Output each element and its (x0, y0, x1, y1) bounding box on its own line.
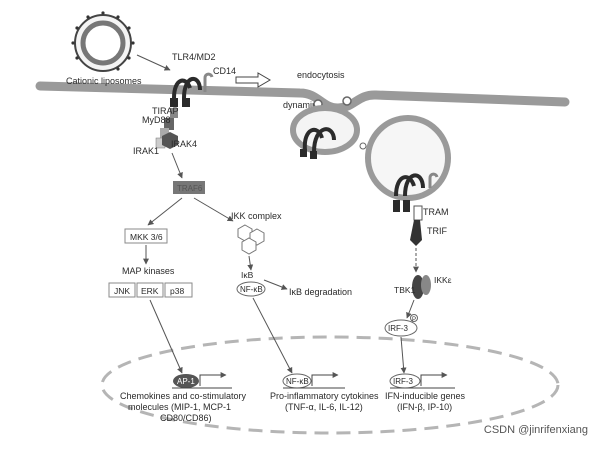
ikb-label: IκB (241, 270, 254, 280)
arrow-to-degradation (264, 280, 287, 289)
chemokines-caption-line1: Chemokines and co-stimulatory (120, 391, 247, 401)
arrow-to-ikk (194, 198, 233, 221)
ikke-label: IKKε (434, 275, 452, 285)
liposome-arrow (137, 55, 170, 70)
ap1-gene-arrow (200, 375, 226, 386)
irak4-label: IRAK4 (171, 139, 197, 149)
watermark-text: CSDN @jinrifenxiang (484, 424, 588, 436)
phospho-label: P (412, 317, 416, 323)
arrow-to-traf6 (172, 153, 182, 178)
tram-label: TRAM (423, 207, 449, 217)
ikk-complex-label: IKK complex (231, 211, 282, 221)
trif-label: TRIF (427, 226, 447, 236)
map-kinases-label: MAP kinases (122, 266, 175, 276)
nfkb-nucleus-label: NF-κB (286, 377, 309, 386)
arrow-irf3-to-nucleus (401, 337, 404, 373)
endocytosis-direction-arrow (236, 73, 270, 87)
trif-shape (410, 220, 422, 246)
ap1-label: AP-1 (177, 377, 195, 386)
nfkb-gene-arrow (312, 375, 338, 386)
p38-label: p38 (170, 286, 184, 296)
erk-label: ERK (141, 286, 159, 296)
irf3-nucleus-label: IRF-3 (393, 377, 414, 386)
chemokines-caption-line3: CD80/CD86) (160, 413, 212, 423)
early-endosome (293, 108, 357, 159)
cationic-liposome (71, 11, 134, 71)
mkk-label: MKK 3/6 (130, 232, 163, 242)
late-endosome (368, 118, 448, 212)
arrow-mapk-to-ap1 (150, 300, 182, 373)
tbk1-label: TBK1 (394, 285, 416, 295)
ifn-caption-line1: IFN-inducible genes (385, 391, 466, 401)
ifn-caption-line2: (IFN-β, IP-10) (397, 402, 452, 412)
chemokines-caption-line2: molecules (MIP-1, MCP-1 (128, 402, 231, 412)
cationic-liposomes-label: Cationic liposomes (66, 76, 142, 86)
endosome-dot (360, 143, 366, 149)
traf6-label: TRAF6 (177, 184, 203, 193)
arrow-to-mkk (148, 198, 182, 225)
ikb-degradation-label: IκB degradation (289, 287, 352, 297)
endocytosis-label: endocytosis (297, 70, 345, 80)
irf3-gene-arrow (421, 375, 447, 386)
proinflammatory-caption-line1: Pro-inflammatory cytokines (270, 391, 379, 401)
arrow-nfkb-to-nucleus (253, 298, 292, 373)
irf3-cyto-label: IRF-3 (388, 324, 409, 333)
proinflammatory-caption-line2: (TNF-α, IL-6, IL-12) (285, 402, 363, 412)
tlr4-md2-label: TLR4/MD2 (172, 52, 216, 62)
ikk-complex-hexagons (238, 225, 264, 254)
myd88-label: MyD88 (142, 115, 171, 125)
arrow-to-ikb (249, 256, 251, 270)
irak1-label: IRAK1 (133, 146, 159, 156)
nfkb-cyto-label: NF-κB (240, 285, 263, 294)
tram-box (414, 206, 422, 220)
cd14-label: CD14 (213, 66, 236, 76)
jnk-label: JNK (114, 286, 130, 296)
